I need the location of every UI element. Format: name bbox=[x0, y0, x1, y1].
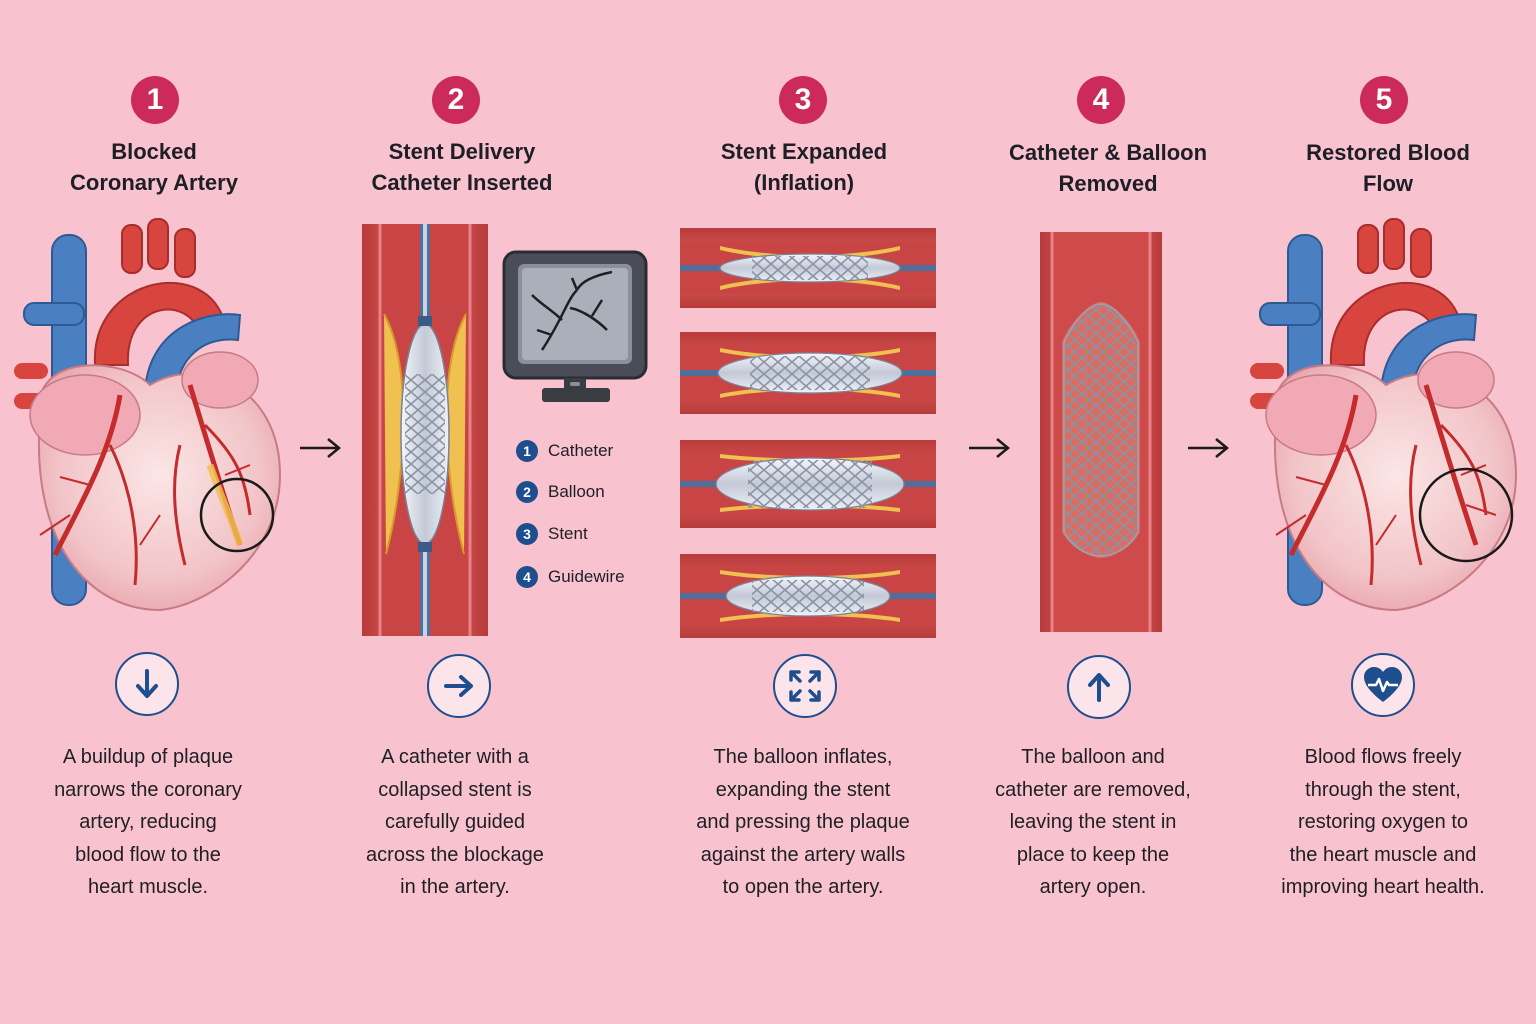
step-1-desc-line: heart muscle. bbox=[87, 876, 209, 898]
step-2-desc-line: carefully guided bbox=[384, 811, 526, 833]
step-1-desc-line: blood flow to the bbox=[75, 843, 221, 866]
legend-item-catheter: 1 Catheter bbox=[516, 440, 613, 462]
expand-icon bbox=[789, 670, 821, 702]
inflation-panel-2 bbox=[680, 332, 936, 414]
step-3-desc-line: The balloon inflates, bbox=[713, 746, 893, 768]
step-4-desc-line: catheter are removed, bbox=[995, 778, 1191, 801]
step-5-desc-line: Blood flows freely bbox=[1304, 746, 1462, 768]
step-5-desc-line: restoring oxygen to bbox=[1297, 811, 1469, 833]
step-2-desc-line: collapsed stent is bbox=[378, 778, 532, 801]
step-4-desc-line: leaving the stent in bbox=[1009, 811, 1177, 833]
step-2-title-line-2: Catheter Inserted bbox=[371, 170, 553, 195]
step-1-icon bbox=[115, 652, 179, 716]
catheter-insertion-illustration bbox=[362, 224, 488, 636]
legend-number: 1 bbox=[516, 440, 538, 462]
legend-item-balloon: 2 Balloon bbox=[516, 481, 605, 503]
stent-inflation-illustration bbox=[680, 228, 936, 638]
step-3-icon bbox=[773, 654, 837, 718]
step-3-desc-line: to open the artery. bbox=[722, 876, 884, 898]
legend-label: Catheter bbox=[548, 441, 614, 460]
step-3-number: 3 bbox=[779, 76, 827, 124]
step-2-number: 2 bbox=[432, 76, 480, 124]
step-2-title-line-1: Stent Delivery bbox=[388, 139, 536, 164]
legend-number: 3 bbox=[516, 523, 538, 545]
step-3-desc-line: against the artery walls bbox=[700, 843, 906, 866]
arrow-up-icon bbox=[1088, 673, 1110, 702]
step-3-description: The balloon inflates, expanding the sten… bbox=[668, 741, 938, 904]
xray-monitor-illustration bbox=[502, 250, 648, 402]
step-1-description: A buildup of plaque narrows the coronary… bbox=[18, 741, 278, 904]
step-2-title: Stent Delivery Catheter Inserted bbox=[322, 136, 602, 198]
step-1-title: Blocked Coronary Artery bbox=[14, 136, 294, 198]
step-1-title-line-2: Coronary Artery bbox=[70, 170, 238, 195]
step-4-icon bbox=[1067, 655, 1131, 719]
step-2-desc-line: in the artery. bbox=[400, 876, 510, 898]
step-2-desc-line: A catheter with a bbox=[381, 746, 529, 768]
blocked-heart-illustration bbox=[14, 218, 282, 612]
legend-number: 2 bbox=[516, 481, 538, 503]
step-2-desc-line: across the blockage bbox=[366, 843, 544, 866]
step-1-desc-line: A buildup of plaque bbox=[62, 746, 234, 768]
step-4-title-line-1: Catheter & Balloon bbox=[1008, 140, 1208, 165]
step-5-description: Blood flows freely through the stent, re… bbox=[1248, 741, 1518, 904]
step-4-title-line-2: Removed bbox=[1058, 171, 1158, 196]
step-5-desc-line: through the stent, bbox=[1305, 778, 1461, 801]
legend-number: 4 bbox=[516, 566, 538, 588]
arrow-down-icon bbox=[136, 669, 158, 698]
step-5-title-line-2: Flow bbox=[1362, 171, 1414, 196]
step-3-desc-line: and pressing the plaque bbox=[696, 811, 910, 833]
legend-label: Guidewire bbox=[548, 567, 625, 586]
step-1-desc-line: narrows the coronary bbox=[54, 778, 242, 801]
step-3-title-line-1: Stent Expanded bbox=[720, 139, 888, 164]
arrow-3-to-4 bbox=[969, 438, 1010, 458]
stent-in-place-illustration bbox=[1040, 232, 1162, 632]
step-4-number: 4 bbox=[1077, 76, 1125, 124]
step-1-desc-line: artery, reducing bbox=[79, 811, 217, 833]
step-5-title-line-1: Restored Blood bbox=[1306, 140, 1470, 165]
step-5-title: Restored Blood Flow bbox=[1248, 137, 1528, 199]
step-4-description: The balloon and catheter are removed, le… bbox=[963, 741, 1223, 904]
arrow-right-icon bbox=[444, 675, 473, 697]
step-4-title: Catheter & Balloon Removed bbox=[968, 137, 1248, 199]
step-5-number: 5 bbox=[1360, 76, 1408, 124]
step-2-description: A catheter with a collapsed stent is car… bbox=[325, 741, 585, 904]
step-3-title-line-2: (Inflation) bbox=[753, 170, 855, 195]
step-4-desc-line: The balloon and bbox=[1021, 746, 1165, 768]
heart-pulse-icon bbox=[1364, 667, 1402, 702]
step-5-desc-line: the heart muscle and bbox=[1289, 843, 1477, 866]
step-5-icon bbox=[1351, 653, 1415, 717]
step-1-number: 1 bbox=[131, 76, 179, 124]
arrow-4-to-5 bbox=[1188, 438, 1229, 458]
healthy-heart-illustration bbox=[1250, 218, 1518, 612]
legend-label: Stent bbox=[548, 524, 588, 543]
inflation-panel-4 bbox=[680, 554, 936, 638]
step-2-icon bbox=[427, 654, 491, 718]
step-3-desc-line: expanding the stent bbox=[715, 778, 891, 801]
inflation-panel-1 bbox=[680, 228, 936, 308]
legend-item-guidewire: 4 Guidewire bbox=[516, 566, 625, 588]
legend-item-stent: 3 Stent bbox=[516, 523, 588, 545]
arrow-1-to-2 bbox=[300, 438, 341, 458]
legend-label: Balloon bbox=[548, 482, 605, 501]
step-1-title-line-1: Blocked bbox=[111, 139, 197, 164]
step-4-desc-line: place to keep the bbox=[1016, 843, 1170, 866]
step-5-desc-line: improving heart health. bbox=[1281, 876, 1485, 898]
inflation-panel-3 bbox=[680, 440, 936, 528]
step-3-title: Stent Expanded (Inflation) bbox=[664, 136, 944, 198]
step-4-desc-line: artery open. bbox=[1039, 876, 1147, 898]
